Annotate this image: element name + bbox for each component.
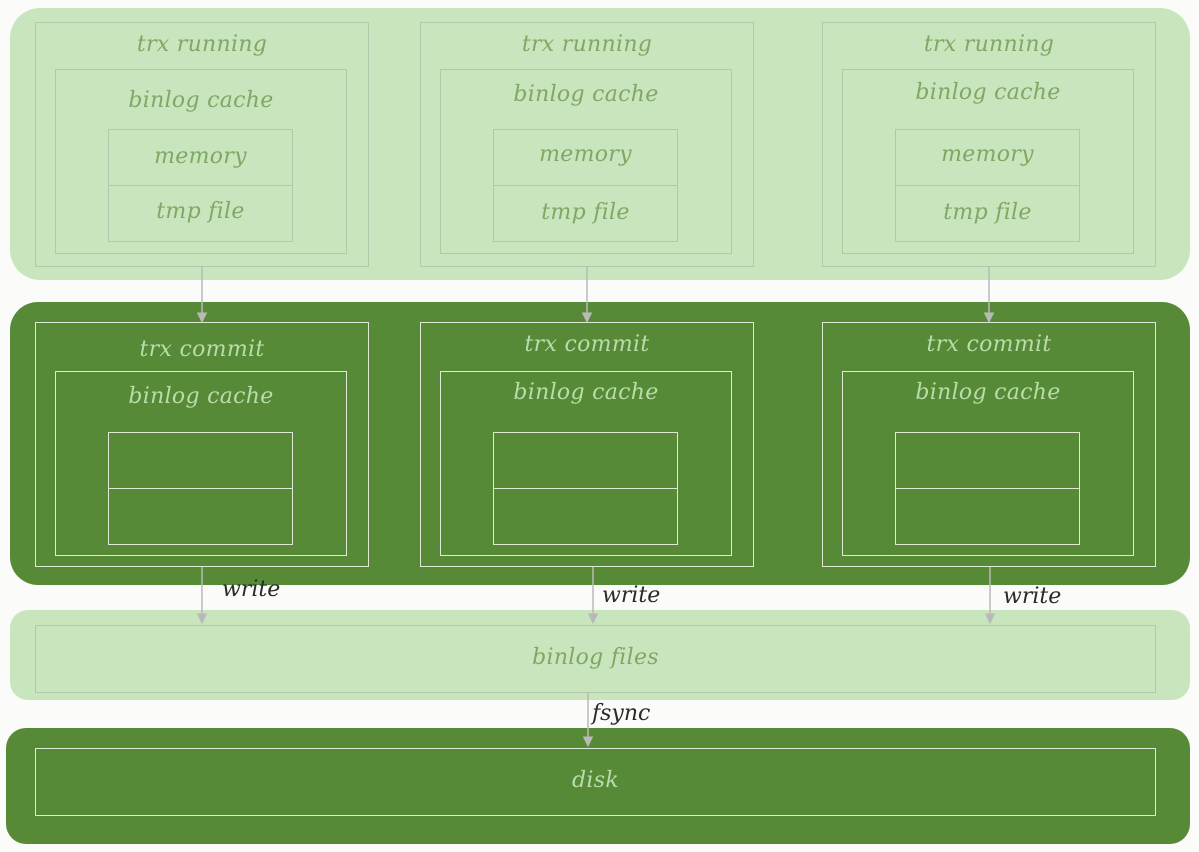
disk-box: disk	[35, 748, 1156, 816]
trx-commit-box: trx commit binlog cache	[420, 322, 754, 567]
trx-running-band	[10, 8, 1190, 280]
write-label: write	[602, 583, 661, 608]
binlog-cache-box: binlog cache memory tmp file	[842, 69, 1134, 254]
divider	[896, 488, 1079, 489]
trx-running-label: trx running	[521, 32, 653, 57]
cache-storage-box	[108, 432, 293, 545]
binlog-cache-box: binlog cache memory tmp file	[440, 69, 732, 254]
trx-commit-label: trx commit	[139, 337, 265, 362]
binlog-cache-label: binlog cache	[513, 380, 659, 405]
fsync-label: fsync	[592, 701, 651, 726]
binlog-cache-box: binlog cache	[55, 371, 347, 556]
divider	[494, 488, 677, 489]
binlog-files-label: binlog files	[532, 645, 659, 670]
trx-commit-label: trx commit	[524, 332, 650, 357]
disk-label: disk	[572, 768, 619, 793]
divider	[109, 488, 292, 489]
binlog-cache-label: binlog cache	[915, 80, 1061, 105]
trx-running-label: trx running	[136, 32, 268, 57]
binlog-cache-label: binlog cache	[513, 82, 659, 107]
binlog-cache-box: binlog cache	[440, 371, 732, 556]
tmp-file-label: tmp file	[541, 200, 630, 225]
trx-commit-box: trx commit binlog cache	[822, 322, 1156, 567]
trx-running-box: trx running binlog cache memory tmp file	[35, 22, 369, 267]
binlog-cache-box: binlog cache	[842, 371, 1134, 556]
memory-label: memory	[154, 144, 247, 169]
trx-running-box: trx running binlog cache memory tmp file	[822, 22, 1156, 267]
cache-storage-box	[493, 432, 678, 545]
cache-storage-box: memory tmp file	[493, 129, 678, 242]
binlog-cache-label: binlog cache	[915, 380, 1061, 405]
binlog-files-box: binlog files	[35, 625, 1156, 693]
trx-commit-band	[10, 302, 1190, 585]
memory-label: memory	[941, 142, 1034, 167]
tmp-file-label: tmp file	[156, 199, 245, 224]
write-label: write	[1003, 584, 1062, 609]
binlog-cache-label: binlog cache	[128, 88, 274, 113]
cache-storage-box: memory tmp file	[108, 129, 293, 242]
trx-running-label: trx running	[923, 32, 1055, 57]
disk-band	[6, 728, 1190, 844]
trx-running-box: trx running binlog cache memory tmp file	[420, 22, 754, 267]
tmp-file-label: tmp file	[943, 200, 1032, 225]
divider	[109, 185, 292, 186]
trx-commit-label: trx commit	[926, 332, 1052, 357]
cache-storage-box: memory tmp file	[895, 129, 1080, 242]
cache-storage-box	[895, 432, 1080, 545]
write-label: write	[222, 577, 281, 602]
divider	[896, 185, 1079, 186]
divider	[494, 185, 677, 186]
memory-label: memory	[539, 142, 632, 167]
binlog-cache-label: binlog cache	[128, 384, 274, 409]
binlog-cache-box: binlog cache memory tmp file	[55, 69, 347, 254]
